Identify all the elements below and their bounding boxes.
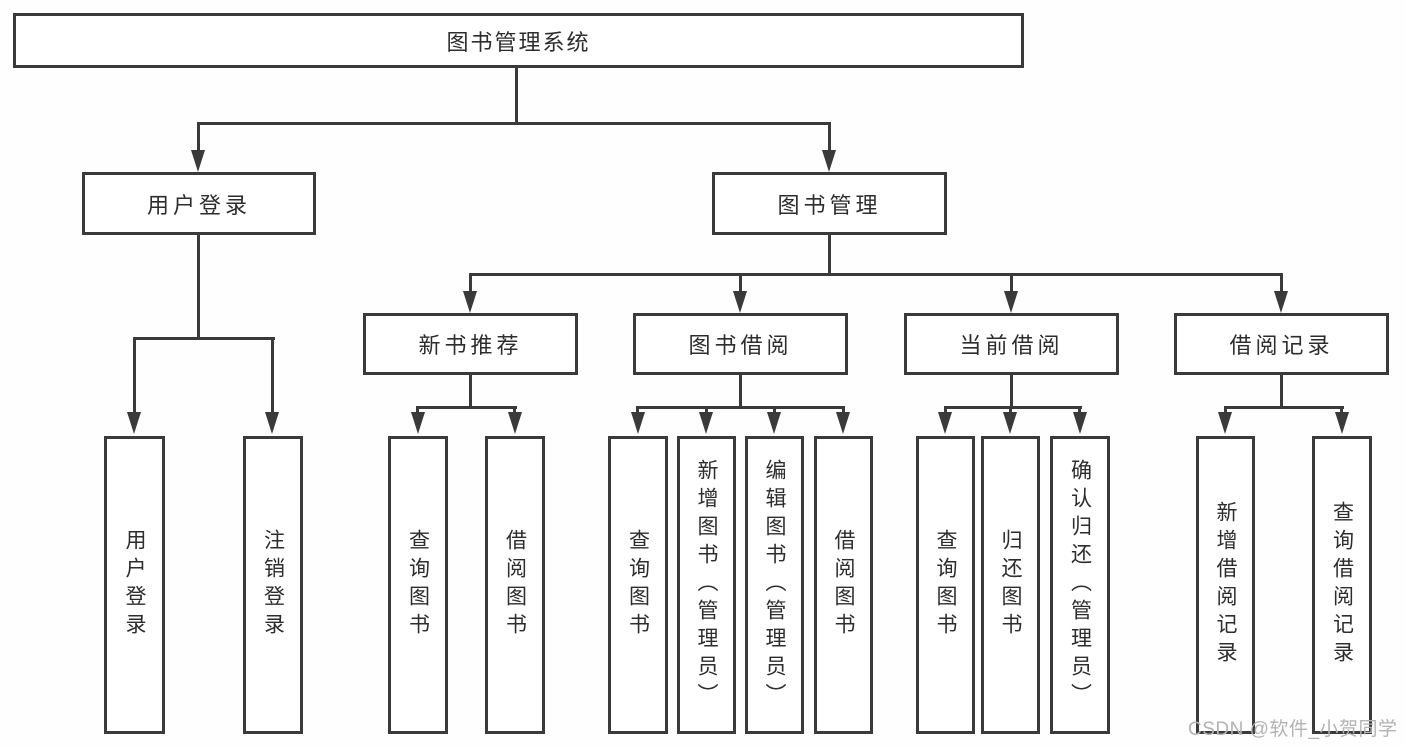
connector-leaf-stem [944,406,947,416]
arrowhead [1003,412,1017,434]
connector-group-rail [1224,406,1344,409]
arrowhead [1004,291,1018,313]
node-library-management-system: 图书管理系统 [13,13,1024,68]
leaf-label: 借阅图书 [503,529,527,641]
connector-leaf-stem [513,406,516,416]
node-book-borrowing: 图书借阅 [633,313,848,375]
connector-leaf-stem [1009,406,1012,416]
arrowhead [1073,412,1087,434]
connector-level3-rail [469,273,1283,276]
arrowhead [463,291,477,313]
connector-leaf-stem [271,337,274,415]
leaf-confirm-return-admin: 确认归还（管理员） [1050,436,1110,734]
arrowhead [822,150,836,172]
connector-group-rail [944,406,1082,409]
leaf-query-books: 查询图书 [608,436,668,734]
connector-book-management-down [828,235,831,273]
connector-group-stem [1010,375,1013,407]
leaf-edit-books-admin: 编辑图书（管理员） [745,436,804,734]
leaf-label: 编辑图书（管理员） [763,459,786,711]
arrowhead [631,412,645,434]
connector-leaf-stem [133,337,136,415]
arrowhead [191,150,205,172]
leaf-user-login: 用户登录 [104,436,165,734]
csdn-watermark: CSDN @软件_小贺同学 [1188,719,1398,740]
connector-leaf-stem [739,273,742,293]
connector-leaf-stem [705,406,708,416]
node-user-login: 用户登录 [82,172,316,235]
arrowhead [836,412,850,434]
connector-book-management-stem [828,122,831,152]
leaf-label: 查询图书 [406,529,430,641]
leaf-label: 注销登录 [261,529,285,641]
connector-group-stem [1280,375,1283,407]
connector-leaf-stem [469,273,472,293]
leaf-return-books: 归还图书 [981,436,1040,734]
arrowhead [508,412,522,434]
leaf-add-borrow-record: 新增借阅记录 [1196,436,1255,734]
leaf-label: 借阅图书 [832,529,855,641]
leaf-label: 查询图书 [626,529,650,641]
node-new-book-recommendation: 新书推荐 [363,313,578,375]
connector-group-rail [416,406,517,409]
connector-leaf-stem [1010,273,1013,293]
arrowhead [938,412,952,434]
leaf-label: 用户登录 [123,529,146,641]
connector-group-stem [739,375,742,407]
arrowhead [1218,412,1232,434]
leaf-label: 新增图书（管理员） [695,459,718,711]
leaf-borrow-books: 借阅图书 [814,436,873,734]
node-book-management: 图书管理 [712,172,947,235]
connector-group-rail [636,406,845,409]
node-current-borrowing: 当前借阅 [904,313,1119,375]
leaf-query-borrow-record: 查询借阅记录 [1312,436,1372,734]
leaf-borrow-books: 借阅图书 [485,436,545,734]
leaf-query-books: 查询图书 [916,436,975,734]
connector-leaf-stem [1280,273,1283,293]
connector-root-stem [515,68,518,122]
connector-leaf-stem [636,406,639,416]
connector-leaf-stem [842,406,845,416]
connector-leaf-stem [416,406,419,416]
arrowhead [767,412,781,434]
node-borrowing-records: 借阅记录 [1174,313,1389,375]
leaf-label: 查询图书 [934,529,957,641]
connector-user-login-stem [197,122,200,152]
arrowhead [265,412,279,434]
arrowhead [411,412,425,434]
arrowhead [733,291,747,313]
connector-group-stem [469,375,472,407]
arrowhead [699,412,713,434]
leaf-add-books-admin: 新增图书（管理员） [677,436,736,734]
connector-leaf-stem [1224,406,1227,416]
leaf-label: 查询借阅记录 [1330,501,1354,669]
leaf-logout: 注销登录 [243,436,303,734]
leaf-label: 归还图书 [999,529,1022,641]
connector-leaf-stem [1340,406,1343,416]
connector-level2-rail [197,122,831,125]
leaf-label: 新增借阅记录 [1214,501,1237,669]
arrowhead [1274,291,1288,313]
connector-user-login-down [197,235,200,337]
connector-leaf-stem [1078,406,1081,416]
leaf-query-books: 查询图书 [388,436,448,734]
leaf-label: 确认归还（管理员） [1068,459,1092,711]
connector-leaf-stem [773,406,776,416]
connector-user-login-rail [133,337,275,340]
arrowhead [1335,412,1349,434]
arrowhead [127,412,141,434]
